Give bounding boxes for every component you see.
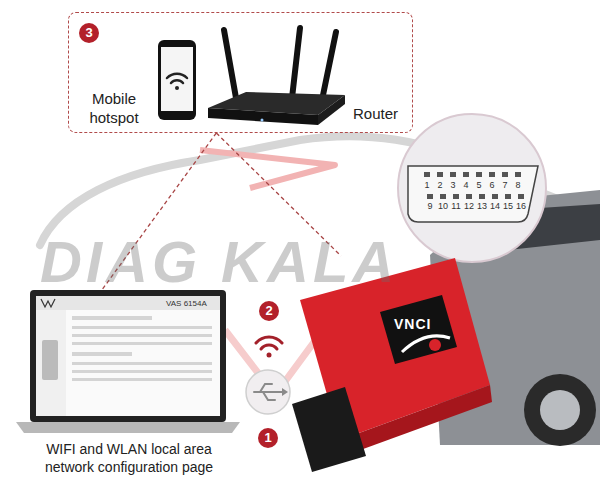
- phone-screen: [161, 47, 193, 111]
- obd-socket: [408, 166, 538, 222]
- pin-contact: [453, 194, 459, 199]
- car-rim: [540, 390, 580, 430]
- laptop-bezel: [30, 290, 226, 422]
- network-group: 3Mobile hotspot Router: [68, 12, 413, 133]
- pin-number: 15: [501, 201, 515, 211]
- pin-contact: [489, 172, 495, 177]
- router-box: Router: [351, 103, 400, 124]
- pin-contact: [479, 194, 485, 199]
- router-antennas: [224, 28, 336, 100]
- screen-header: [36, 296, 220, 310]
- phone: [158, 40, 196, 120]
- laptop-box: VAS 6154A WIFI and WLAN local area networ…: [16, 290, 242, 480]
- hotspot-box: Mobile hotspot: [77, 87, 151, 129]
- car-wheel: [524, 374, 596, 446]
- obd-plug: [292, 387, 366, 472]
- caption-text: WIFI and WLAN local area network configu…: [27, 440, 231, 476]
- pin-contact: [505, 194, 511, 199]
- pin-contact: [492, 194, 498, 199]
- wifi-link-icon: [256, 337, 282, 349]
- pin-contact: [440, 194, 446, 199]
- device-logo-arc: [402, 336, 450, 352]
- usb-icon: [254, 384, 282, 400]
- screen-sidebar: [36, 310, 66, 416]
- pin-contact: [450, 172, 456, 177]
- screen-rows: [72, 316, 212, 381]
- device-logo-dot: [429, 339, 441, 351]
- device-logo-text: VNCI: [394, 316, 431, 332]
- router-light: [261, 119, 264, 122]
- usb-badge: [246, 370, 290, 414]
- pin-contact: [518, 194, 524, 199]
- pin-contact: [437, 172, 443, 177]
- pin-contact: [466, 194, 472, 199]
- pin-number: 3: [446, 180, 460, 190]
- device-label: Router: [353, 105, 398, 122]
- pin-number: 4: [459, 180, 473, 190]
- screen-logo: [41, 299, 55, 307]
- pin-contact: [476, 172, 482, 177]
- obd-magnifier: [398, 114, 546, 262]
- pin-contact: [502, 172, 508, 177]
- pin-number: 14: [488, 201, 502, 211]
- pin-number: 2: [433, 180, 447, 190]
- router-front: [208, 108, 318, 125]
- wifi-link-dot: [267, 353, 272, 358]
- device-label-patch: [380, 295, 457, 364]
- pin-number: 9: [423, 201, 437, 211]
- pin-number: 13: [475, 201, 489, 211]
- wifi-dot: [175, 86, 179, 90]
- wifi-icon: [167, 74, 187, 83]
- screen-device-image: [42, 340, 58, 380]
- callout-number: 2: [259, 301, 279, 321]
- laptop-screen: [36, 296, 220, 416]
- device-side: [340, 385, 492, 456]
- pin-number: 1: [420, 180, 434, 190]
- screen-title: VAS 6154A: [166, 299, 207, 308]
- pin-contact: [427, 194, 433, 199]
- laptop-base: [16, 422, 240, 433]
- usb-arrow: [282, 388, 288, 396]
- device-label: Mobile hotspot: [79, 89, 149, 127]
- callout-number: 3: [79, 23, 99, 43]
- pin-number: 6: [485, 180, 499, 190]
- pin-contact: [515, 172, 521, 177]
- pin-number: 16: [514, 201, 528, 211]
- pin-contact: [463, 172, 469, 177]
- router-side: [318, 95, 345, 125]
- obd-pins: [424, 172, 524, 199]
- pin-number: 8: [511, 180, 525, 190]
- pin-number: 12: [462, 201, 476, 211]
- pin-number: 5: [472, 180, 486, 190]
- pin-number: 10: [436, 201, 450, 211]
- pin-number: 11: [449, 201, 463, 211]
- pin-contact: [424, 172, 430, 177]
- watermark: DIAG KALA: [40, 228, 398, 295]
- callout-number: 1: [258, 428, 278, 448]
- swoosh: [200, 150, 335, 188]
- pin-number: 7: [498, 180, 512, 190]
